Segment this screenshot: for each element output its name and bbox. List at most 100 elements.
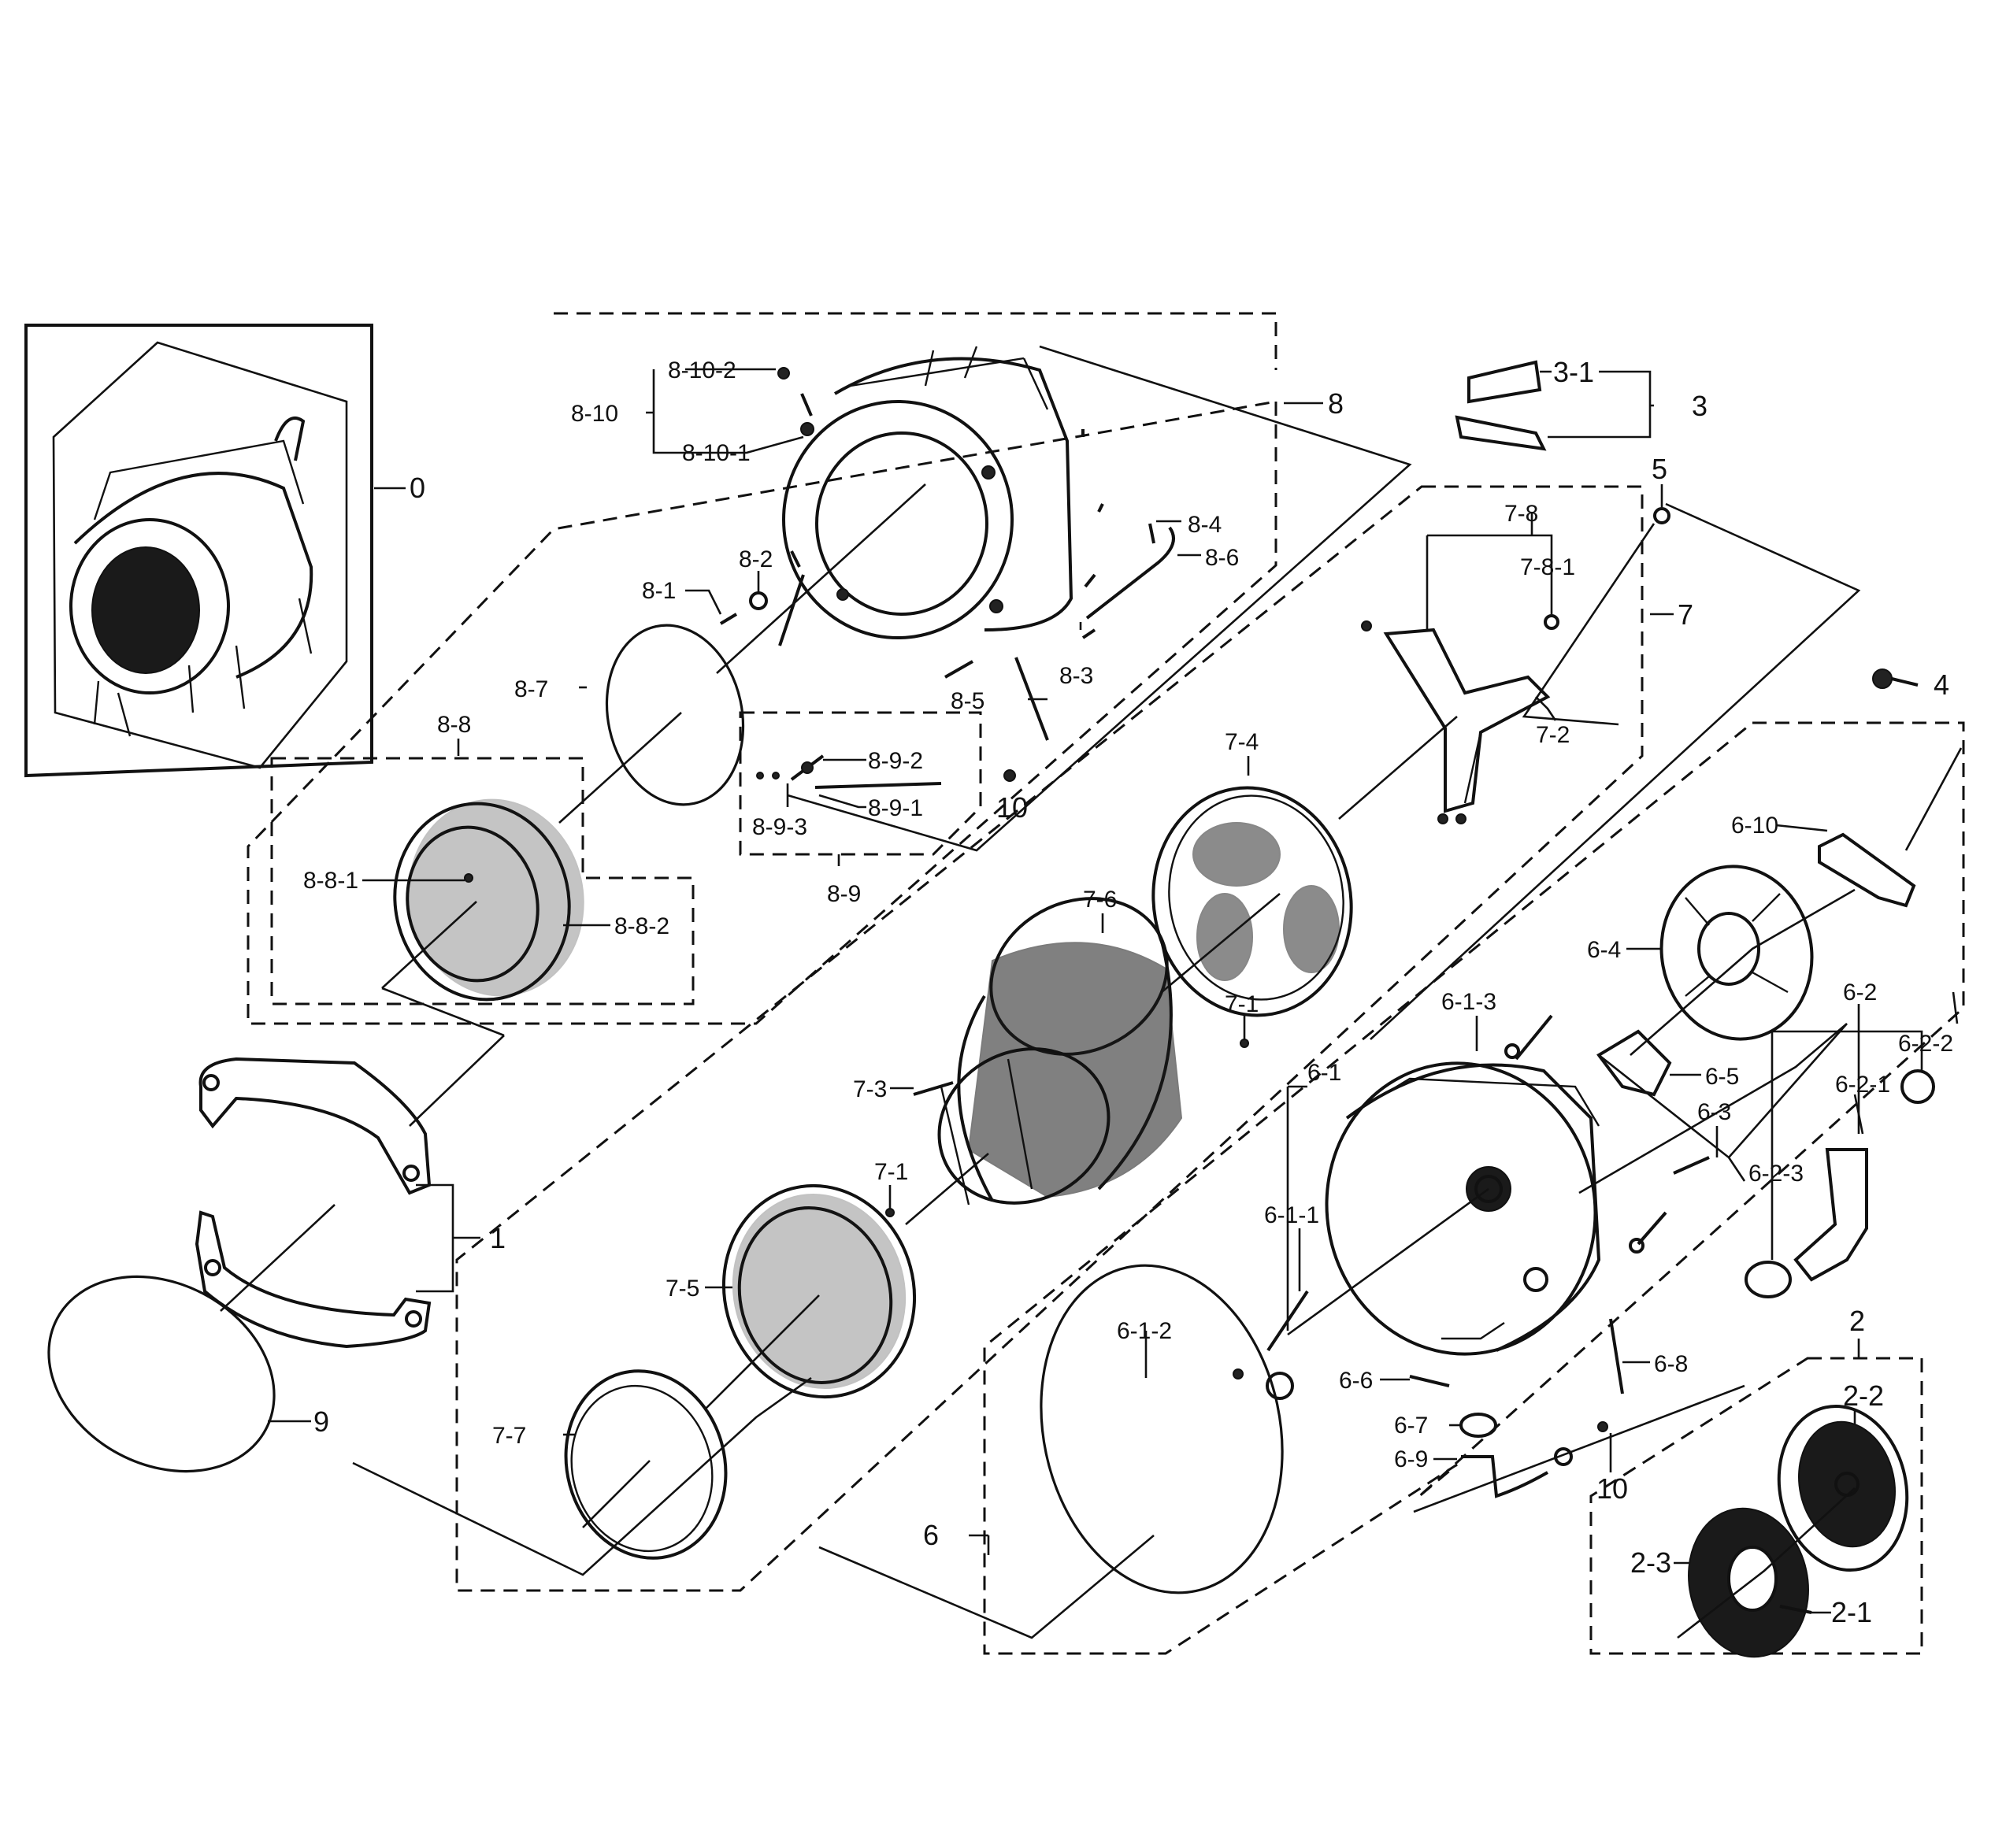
label-7-1-lower: 7-1 <box>874 1159 908 1185</box>
label-8-10: 8-10 <box>571 401 618 427</box>
label-3-1: 3-1 <box>1553 356 1594 388</box>
label-8-9-2: 8-9-2 <box>868 748 923 774</box>
label-8-7: 8-7 <box>514 676 548 702</box>
part-6-2-3-clamp <box>1745 1261 1792 1298</box>
tub-front-illustration <box>782 346 1073 639</box>
label-2-3: 2-3 <box>1630 1546 1671 1579</box>
group-1-leader-top <box>409 1035 505 1127</box>
label-6-2-2: 6-2-2 <box>1898 1031 1953 1057</box>
part-6-2-1-hose <box>1793 1148 1868 1282</box>
part-6-5-leader <box>1578 1023 1848 1194</box>
tub-front-leader <box>716 483 926 674</box>
part-8-10-2-screw <box>777 367 790 380</box>
group-7-dashed-frame <box>455 485 1644 1592</box>
label-6-leader <box>969 1534 990 1555</box>
label-7-1-upper: 7-1 <box>1225 991 1259 1017</box>
label-6-1-3: 6-1-3 <box>1441 989 1496 1015</box>
part-6-1-1-pin <box>1266 1290 1309 1352</box>
label-9: 9 <box>313 1405 329 1438</box>
part-6-8-washer <box>1629 1238 1644 1254</box>
label-7-8: 7-8 <box>1504 501 1538 527</box>
label-8-9: 8-9 <box>827 881 861 907</box>
label-8-9-3: 8-9-3 <box>752 814 807 840</box>
label-3-bracket <box>1540 370 1654 439</box>
label-7-5: 7-5 <box>666 1276 699 1302</box>
group-0-tub-assembly <box>24 324 373 778</box>
label-7-2-leader <box>1535 696 1557 721</box>
label-8-8: 8-8 <box>437 712 471 738</box>
label-7-7: 7-7 <box>492 1423 526 1449</box>
label-6: 6 <box>923 1519 939 1551</box>
label-8-8-2: 8-8-2 <box>614 913 669 939</box>
label-7-4: 7-4 <box>1225 729 1259 755</box>
label-7-8-1: 7-8-1 <box>1520 554 1575 580</box>
label-8-5: 8-5 <box>951 688 984 714</box>
part-3-heater-holder <box>1455 415 1547 451</box>
part-7-8-1-plug <box>1544 614 1559 630</box>
part-6-1-1-washer <box>1266 1372 1294 1400</box>
label-6-1-1: 6-1-1 <box>1264 1202 1319 1228</box>
part-8-side-screw <box>1097 503 1104 513</box>
part-6-3-bolt <box>1673 1156 1710 1175</box>
label-6-2-1: 6-2-1 <box>1835 1072 1890 1098</box>
tub-assembly-illustration <box>69 416 313 737</box>
label-2-2: 2-2 <box>1843 1380 1884 1412</box>
part-8-3-fastener <box>1081 628 1096 639</box>
label-8-10-leaders <box>646 368 804 454</box>
label-7-6: 7-6 <box>1083 887 1117 913</box>
part-6-10-bracket <box>1818 832 1916 908</box>
part-7-6-drum <box>937 897 1183 1205</box>
label-3: 3 <box>1692 390 1708 422</box>
label-6-10: 6-10 <box>1731 813 1778 839</box>
label-6-9: 6-9 <box>1394 1446 1428 1472</box>
part-9-tub-gasket-ring: 9 <box>47 1275 329 1473</box>
part-1-leader <box>220 1204 336 1312</box>
part-8-4-clamp <box>1148 523 1155 544</box>
part-8-bolt <box>944 660 973 679</box>
part-4-sensor <box>1872 668 1919 689</box>
label-1-bracket <box>416 1183 480 1293</box>
label-8-6: 8-6 <box>1205 545 1239 571</box>
part-6-9-hose <box>1461 1455 1548 1498</box>
part-7-4-drum-back <box>1151 786 1353 1017</box>
part-6-7-ring <box>1459 1413 1497 1438</box>
group-7-drum: 7 7-2 7-8 7-8-1 7-4 <box>352 485 1693 1592</box>
group-8-tub-front: 8-10-2 8-10 8-10-1 8 8-4 8-6 8-2 8-1 8-3… <box>247 312 1412 1037</box>
label-6-6: 6-6 <box>1339 1368 1373 1394</box>
label-6-2-bracket <box>1772 1030 1923 1055</box>
part-8-2-washer <box>749 591 768 610</box>
group-6-dashed-frame <box>983 721 1965 1655</box>
part-6-6-bolt <box>1409 1375 1450 1387</box>
part-8-10-1-clip <box>800 393 813 417</box>
label-10-top: 10 <box>996 791 1028 824</box>
label-8-1-leader <box>685 589 722 615</box>
part-7-7-balancer <box>564 1369 728 1560</box>
part-8-7-gasket <box>605 624 745 806</box>
assembly-leader-frame <box>52 341 348 769</box>
part-6-4-pulley <box>1659 865 1814 1041</box>
label-5-leader <box>1522 484 1663 726</box>
part-6-1-1-screw <box>1233 1368 1244 1380</box>
part-8-9-3-dot-a <box>756 772 764 780</box>
part-6-4-leader <box>1630 888 1856 1056</box>
label-6-1-leader <box>1286 1085 1307 1331</box>
part-6-1-2-gasket <box>1040 1264 1284 1594</box>
label-6-1-2: 6-1-2 <box>1117 1318 1172 1344</box>
label-6-4: 6-4 <box>1587 937 1621 963</box>
part-7-2-spider <box>1361 620 1551 824</box>
group-1-balance-weights: 1 <box>195 1035 506 1349</box>
group-6-upper-leader <box>1370 502 1861 1040</box>
label-6-1: 6-1 <box>1307 1060 1341 1086</box>
label-8-10-2: 8-10-2 <box>668 357 736 383</box>
part-7-3-lifter <box>913 1081 954 1096</box>
part-8-8-door-diaphragm <box>393 798 584 1002</box>
part-6-1-3-bolt <box>1515 1014 1553 1061</box>
part-2-2-rotor <box>1777 1404 1909 1572</box>
label-6-10-leader <box>1775 824 1828 832</box>
part-6-8-damper <box>1609 1318 1624 1394</box>
part-8-1-screw <box>719 613 738 625</box>
group-8-9-dashed-frame <box>739 711 982 856</box>
part-2-leader <box>1677 1487 1856 1639</box>
label-2-1: 2-1 <box>1831 1596 1872 1628</box>
